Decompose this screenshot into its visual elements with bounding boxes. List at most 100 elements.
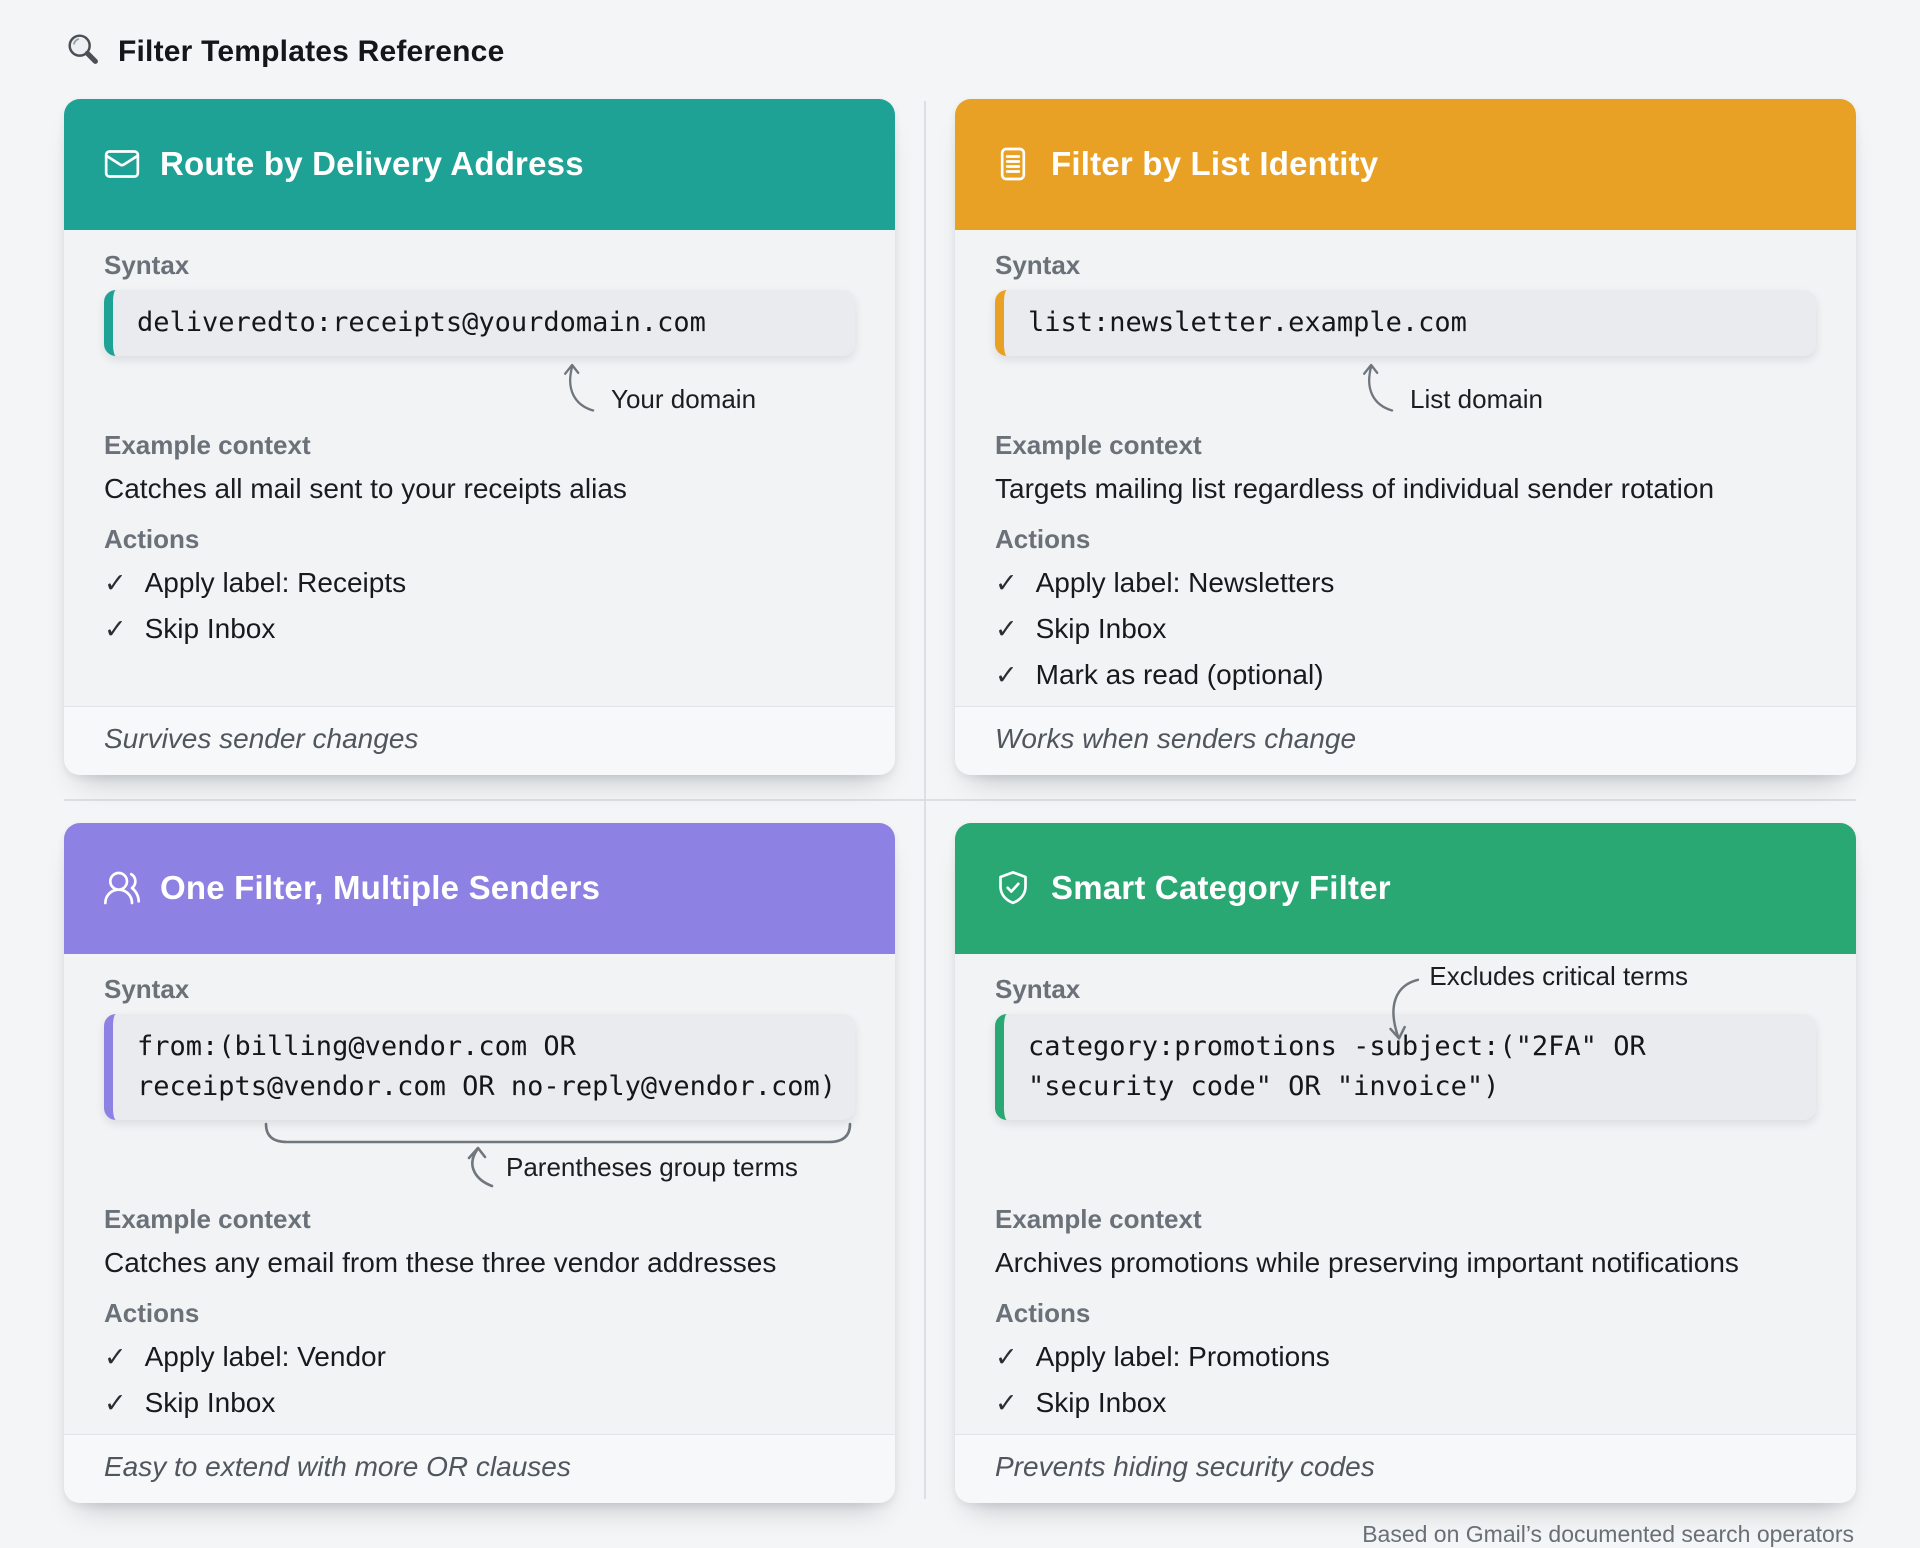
card-header: Route by Delivery Address — [64, 99, 895, 230]
action-text: Skip Inbox — [144, 1386, 276, 1418]
action-item: ✓ Skip Inbox — [995, 1384, 1816, 1422]
row-top: Route by Delivery Address Syntax deliver… — [64, 99, 1856, 775]
card-title: Smart Category Filter — [1051, 869, 1391, 907]
example-text: Catches any email from these three vendo… — [104, 1246, 777, 1278]
syntax-label: Syntax — [995, 973, 1081, 1004]
annotation-parentheses: Parentheses group terms — [104, 1120, 855, 1188]
action-text: Apply label: Receipts — [144, 566, 407, 598]
annotation-label: Your domain — [611, 383, 757, 414]
list-document-icon — [993, 144, 1033, 184]
card-footer-note: Survives sender changes — [64, 705, 895, 775]
annotation-list-domain: List domain — [1344, 358, 1816, 414]
action-item: ✓ Skip Inbox — [104, 1384, 855, 1422]
check-icon: ✓ — [995, 567, 1018, 598]
example-text: Archives promotions while preserving imp… — [995, 1246, 1739, 1278]
annotation-label: Parentheses group terms — [506, 1151, 798, 1182]
action-item: ✓ Skip Inbox — [104, 610, 855, 648]
check-icon: ✓ — [995, 1341, 1018, 1372]
code-line: list:newsletter.example.com — [1028, 306, 1467, 338]
syntax-code: list:newsletter.example.com — [995, 289, 1816, 356]
card-title: Filter by List Identity — [1051, 145, 1379, 183]
example-label: Example context — [104, 429, 311, 460]
check-icon: ✓ — [995, 1387, 1018, 1418]
action-text: Apply label: Vendor — [144, 1340, 386, 1372]
actions-list: ✓ Apply label: Promotions ✓ Skip Inbox — [995, 1338, 1816, 1422]
example-text: Catches all mail sent to your receipts a… — [104, 472, 627, 504]
card-filter-by-list-identity: Filter by List Identity Syntax list:news… — [955, 99, 1856, 775]
page-header: Filter Templates Reference — [64, 30, 1856, 73]
magnifier-icon — [64, 30, 102, 73]
card-route-by-delivery-address: Route by Delivery Address Syntax deliver… — [64, 99, 895, 775]
action-item: ✓ Skip Inbox — [995, 610, 1816, 648]
check-icon: ✓ — [995, 659, 1018, 690]
actions-label: Actions — [995, 523, 1091, 554]
check-icon: ✓ — [104, 1387, 127, 1418]
syntax-code: category:promotions -subject:("2FA" OR "… — [995, 1013, 1816, 1120]
action-text: Skip Inbox — [1035, 1386, 1167, 1418]
check-icon: ✓ — [104, 567, 127, 598]
syntax-label: Syntax — [104, 249, 190, 280]
action-item: ✓ Apply label: Newsletters — [995, 564, 1816, 602]
example-label: Example context — [995, 429, 1202, 460]
card-footer-note: Works when senders change — [955, 705, 1856, 775]
annotation-label: List domain — [1410, 383, 1543, 414]
horizontal-divider — [64, 798, 1856, 801]
action-item: ✓ Apply label: Receipts — [104, 564, 855, 602]
curved-arrow-up-icon — [563, 363, 595, 412]
card-one-filter-multiple-senders: One Filter, Multiple Senders Syntax from… — [64, 822, 895, 1503]
code-line: receipts@vendor.com OR no-reply@vendor.c… — [137, 1070, 836, 1102]
check-icon: ✓ — [104, 613, 127, 644]
action-item: ✓ Apply label: Vendor — [104, 1338, 855, 1376]
check-icon: ✓ — [995, 613, 1018, 644]
curved-arrow-up-icon — [1362, 363, 1394, 412]
shield-check-icon — [993, 868, 1033, 908]
action-text: Apply label: Newsletters — [1035, 566, 1335, 598]
card-body: Syntax from:(billing@vendor.com OR recei… — [64, 954, 895, 1434]
card-body: Syntax list:newsletter.example.com List … — [955, 230, 1856, 706]
annotation-label: Excludes critical terms — [1429, 960, 1688, 991]
card-body: Syntax deliveredto:receipts@yourdomain.c… — [64, 230, 895, 706]
syntax-code: deliveredto:receipts@yourdomain.com — [104, 289, 855, 356]
actions-list: ✓ Apply label: Receipts ✓ Skip Inbox — [104, 564, 855, 648]
code-line: category:promotions -subject:("2FA" OR — [1028, 1030, 1646, 1062]
bracket-arrow-icon — [264, 1122, 852, 1187]
syntax-label: Syntax — [104, 973, 190, 1004]
card-body: Syntax Excludes critical terms category:… — [955, 954, 1856, 1434]
actions-label: Actions — [104, 1297, 200, 1328]
action-text: Mark as read (optional) — [1035, 658, 1324, 690]
actions-list: ✓ Apply label: Newsletters ✓ Skip Inbox … — [995, 564, 1816, 694]
card-smart-category-filter: Smart Category Filter Syntax Excludes cr… — [955, 822, 1856, 1503]
cards-board: Route by Delivery Address Syntax deliver… — [64, 99, 1856, 1503]
action-text: Apply label: Promotions — [1035, 1340, 1330, 1372]
code-line: "security code" OR "invoice") — [1028, 1070, 1500, 1102]
syntax-row: Syntax Excludes critical terms — [995, 961, 1816, 1040]
action-text: Skip Inbox — [1035, 612, 1167, 644]
card-footer-note: Prevents hiding security codes — [955, 1433, 1856, 1503]
code-line: deliveredto:receipts@yourdomain.com — [137, 306, 706, 338]
envelope-icon — [102, 144, 142, 184]
card-title: One Filter, Multiple Senders — [160, 869, 601, 907]
syntax-code: from:(billing@vendor.com OR receipts@ven… — [104, 1013, 855, 1120]
card-header: Smart Category Filter — [955, 822, 1856, 954]
example-label: Example context — [104, 1203, 311, 1234]
example-text: Targets mailing list regardless of indiv… — [995, 472, 1715, 504]
action-text: Skip Inbox — [144, 612, 276, 644]
page-title: Filter Templates Reference — [118, 34, 505, 68]
annotation-your-domain: Your domain — [545, 358, 855, 414]
actions-list: ✓ Apply label: Vendor ✓ Skip Inbox — [104, 1338, 855, 1422]
card-title: Route by Delivery Address — [160, 145, 584, 183]
action-item: ✓ Mark as read (optional) — [995, 656, 1816, 694]
attribution-text: Based on Gmail’s documented search opera… — [1362, 1520, 1854, 1547]
action-item: ✓ Apply label: Promotions — [995, 1338, 1816, 1376]
code-line: from:(billing@vendor.com OR — [137, 1030, 576, 1062]
card-footer-note: Easy to extend with more OR clauses — [64, 1433, 895, 1503]
check-icon: ✓ — [104, 1341, 127, 1372]
example-label: Example context — [995, 1203, 1202, 1234]
users-icon — [102, 868, 142, 908]
actions-label: Actions — [995, 1297, 1091, 1328]
actions-label: Actions — [104, 523, 200, 554]
card-header: Filter by List Identity — [955, 99, 1856, 230]
row-bottom: One Filter, Multiple Senders Syntax from… — [64, 822, 1856, 1503]
syntax-label: Syntax — [995, 249, 1081, 280]
